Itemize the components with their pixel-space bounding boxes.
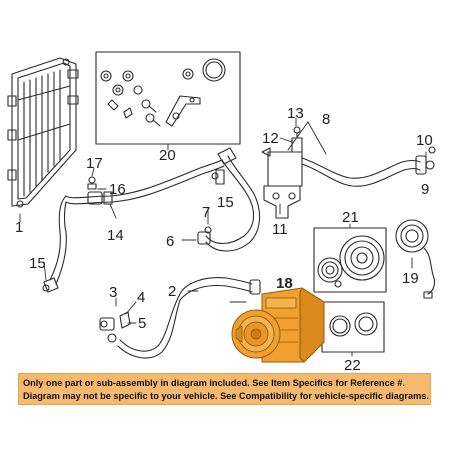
- condenser-drawing: [7, 57, 79, 208]
- clutch-box-21: [313, 227, 387, 293]
- seal-kit-box: [95, 51, 241, 145]
- callout-21: 21: [342, 209, 359, 226]
- compressor-18-highlighted: [231, 287, 325, 363]
- callout-1: 1: [15, 219, 23, 236]
- field-coil-19: [395, 219, 436, 299]
- callout-14: 14: [107, 227, 124, 244]
- callout-7: 7: [202, 204, 210, 221]
- callout-13: 13: [287, 105, 304, 122]
- seal-box-22: [321, 301, 385, 353]
- discharge-line-8: [301, 146, 436, 187]
- disclaimer-banner: Only one part or sub-assembly in diagram…: [18, 373, 431, 405]
- liquid-line-14: [42, 147, 237, 293]
- callout-18: 18: [276, 275, 293, 292]
- discharge-hose-2: [99, 277, 261, 359]
- callout-3: 3: [109, 284, 117, 301]
- callout-2: 2: [168, 283, 176, 300]
- disclaimer-line-1: Only one part or sub-assembly in diagram…: [23, 378, 405, 388]
- callout-11: 11: [272, 221, 288, 238]
- callout-16: 16: [109, 181, 126, 198]
- callout-10: 10: [416, 132, 433, 149]
- callout-22: 22: [344, 357, 361, 374]
- suction-hose-6: [197, 155, 261, 252]
- callout-20: 20: [159, 147, 176, 164]
- callout-9: 9: [421, 181, 429, 198]
- callout-4: 4: [137, 289, 145, 306]
- callout-15b: 15: [217, 194, 234, 211]
- leader-lines: [19, 117, 427, 357]
- callout-6: 6: [166, 233, 174, 250]
- callout-12: 12: [262, 130, 279, 147]
- callout-19: 19: [402, 270, 419, 287]
- callout-5: 5: [138, 315, 146, 332]
- callout-15a: 15: [29, 255, 46, 272]
- disclaimer-line-2: Diagram may not be specific to your vehi…: [23, 391, 429, 401]
- callout-17: 17: [86, 155, 103, 172]
- callout-8: 8: [322, 111, 330, 128]
